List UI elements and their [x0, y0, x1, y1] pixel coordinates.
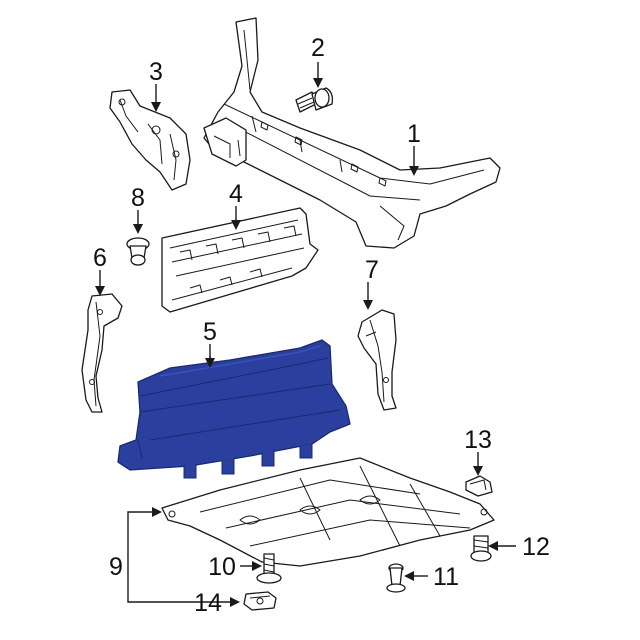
part-2-bolt[interactable] [295, 87, 334, 113]
callout-10: 10 [208, 553, 236, 581]
callout-2: 2 [311, 34, 325, 62]
callout-14: 14 [194, 589, 222, 617]
part-7-side-deflector-right[interactable] [357, 309, 397, 411]
callout-3: 3 [149, 58, 163, 86]
callout-11: 11 [433, 563, 459, 591]
part-14-nut-plate[interactable] [243, 591, 277, 611]
part-5-splash-shield[interactable] [117, 339, 351, 479]
callout-labels: 1 2 3 4 5 6 7 8 9 10 11 12 13 14 [93, 34, 550, 617]
callout-1: 1 [407, 120, 421, 148]
part-3-bracket[interactable] [109, 89, 191, 191]
part-12-bolt[interactable] [470, 535, 492, 562]
callout-13: 13 [464, 426, 492, 454]
callout-9: 9 [109, 553, 123, 581]
part-1-radiator-support[interactable] [203, 17, 501, 249]
part-10-screw[interactable] [256, 553, 282, 584]
callout-8: 8 [131, 184, 145, 212]
leader-lines [95, 62, 516, 607]
callout-5: 5 [203, 318, 217, 346]
callout-7: 7 [365, 256, 379, 284]
callout-4: 4 [229, 180, 243, 208]
callout-6: 6 [93, 244, 107, 272]
part-4-upper-deflector[interactable] [161, 207, 319, 313]
part-11-clip[interactable] [386, 563, 406, 593]
part-13-bracket-clip[interactable] [465, 475, 493, 497]
part-8-push-pin[interactable] [126, 237, 150, 266]
callout-12: 12 [522, 533, 550, 561]
part-6-side-deflector-left[interactable] [81, 293, 123, 413]
part-9-lower-cover[interactable] [161, 457, 495, 567]
